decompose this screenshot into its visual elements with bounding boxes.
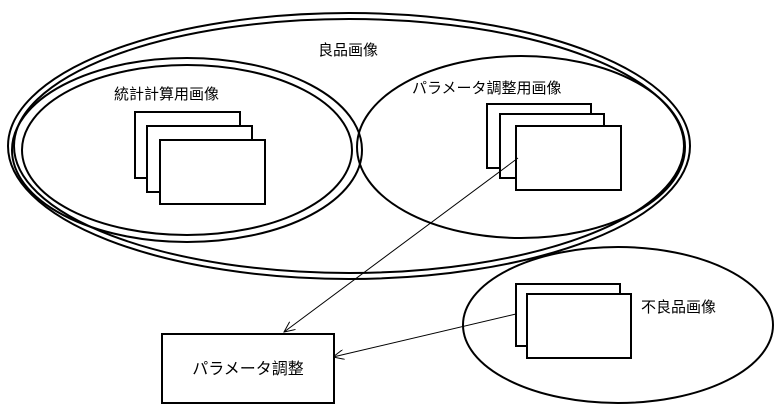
param-images-label: パラメータ調整用画像 [412,79,562,97]
good-images-label: 良品画像 [318,41,379,59]
param-images-to-adjust-arrow [284,157,519,332]
stat-images-inner-ellipse [21,64,353,236]
defect-image-card [526,293,632,359]
good-images-outer-ellipse [7,12,691,280]
stat-images-outer-ellipse [11,57,363,243]
param-adjust-label: パラメータ調整 [192,358,304,378]
defect-images-ellipse [462,246,774,404]
stat-image-stack [134,111,266,205]
param-adjust-box: パラメータ調整 [161,333,335,404]
stat-images-label: 統計計算用画像 [114,85,220,103]
param-images-ellipse [356,55,686,239]
defect-images-label: 不良品画像 [641,298,717,316]
defect-images-to-adjust-arrow [333,313,517,357]
param-image-stack [486,103,622,191]
param-image-card [515,125,622,191]
defect-image-stack [515,283,632,359]
stat-image-card [159,139,266,205]
